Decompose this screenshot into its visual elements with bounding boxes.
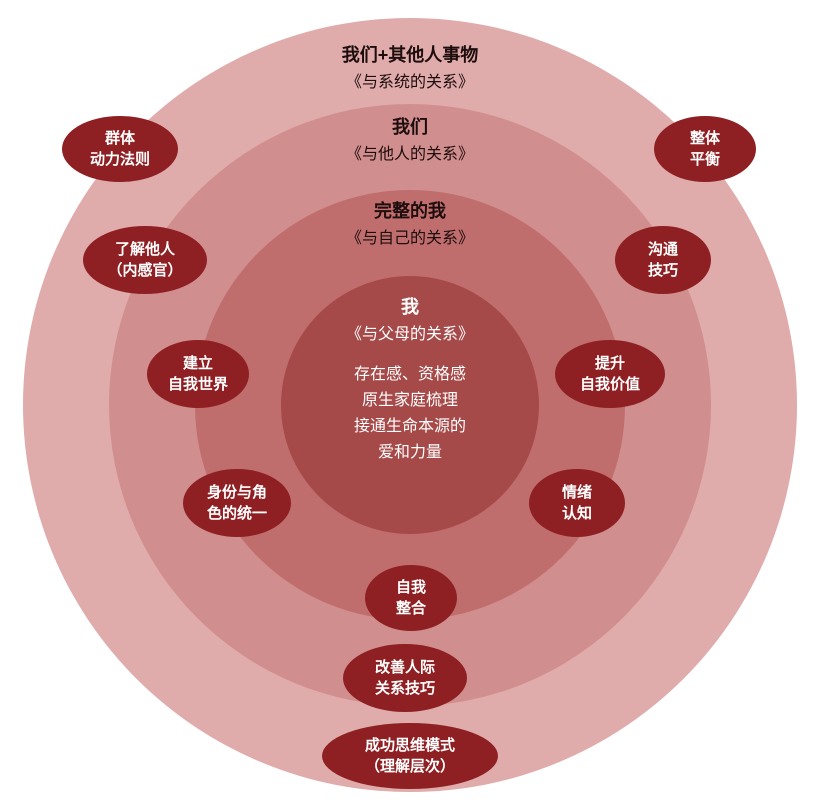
- ring-self-core: [281, 276, 539, 534]
- badge-understand-others: 了解他人 （内感官）: [83, 226, 207, 294]
- badge-label-line: 了解他人: [114, 241, 175, 258]
- core-description-line: 爱和力量: [377, 444, 442, 461]
- ring-title: 完整的我: [374, 201, 446, 221]
- badge-build-self-world: 建立 自我世界: [147, 340, 249, 408]
- badge-label-line: 整体: [689, 130, 720, 147]
- badge-label-line: （内感官）: [107, 262, 183, 279]
- ring-title: 我们+其他人事物: [341, 45, 479, 65]
- core-description: 存在感、资格感 原生家庭梳理 接通生命本源的 爱和力量: [0, 362, 820, 466]
- badge-label-line: 改善人际: [374, 659, 435, 676]
- core-description-line: 存在感、资格感: [353, 366, 466, 383]
- badge-raise-self-worth: 提升 自我价值: [555, 340, 665, 408]
- ring-label-self-core: 我 《与父母的关系》 存在感、资格感 原生家庭梳理 接通生命本源的 爱和力量: [0, 296, 820, 466]
- badge-label-line: 自我: [395, 579, 426, 596]
- core-description-line: 接通生命本源的: [353, 418, 466, 435]
- badge-improve-relationships: 改善人际 关系技巧: [343, 644, 467, 712]
- badge-label-line: （理解层次）: [364, 758, 455, 775]
- badge-label-line: 认知: [561, 505, 592, 522]
- badge-label-line: 自我世界: [167, 376, 228, 393]
- badge-label-line: 身份与角: [206, 484, 267, 501]
- badge-label-line: 沟通: [647, 241, 678, 258]
- ring-subtitle: 《与父母的关系》: [345, 326, 474, 343]
- badge-communication-skills: 沟通 技巧: [615, 226, 711, 294]
- ring-subtitle: 《与自己的关系》: [345, 230, 474, 247]
- badge-label-line: 群体: [104, 130, 135, 147]
- badge-emotion-awareness: 情绪 认知: [529, 469, 625, 537]
- badge-success-thinking: 成功思维模式 （理解层次）: [322, 723, 498, 789]
- badge-label-line: 技巧: [647, 262, 678, 279]
- ring-title: 我们: [392, 117, 428, 137]
- badge-label-line: 建立: [182, 355, 213, 372]
- ring-title: 我: [401, 297, 419, 317]
- badge-label-line: 成功思维模式: [364, 737, 455, 754]
- badge-label-line: 动力法则: [89, 151, 150, 168]
- badge-group-dynamics: 群体 动力法则: [62, 116, 178, 182]
- badge-self-integration: 自我 整合: [365, 565, 457, 631]
- badge-label-line: 关系技巧: [374, 680, 435, 697]
- badge-label-line: 提升: [594, 355, 625, 372]
- badge-label-line: 色的统一: [206, 505, 267, 522]
- badge-identity-role-unity: 身份与角 色的统一: [183, 469, 291, 537]
- ring-label-complete-self: 完整的我 《与自己的关系》: [0, 200, 820, 250]
- core-description-line: 原生家庭梳理: [361, 392, 458, 409]
- ring-subtitle: 《与系统的关系》: [345, 74, 474, 91]
- ring-label-we: 我们 《与他人的关系》: [0, 116, 820, 166]
- ring-label-we-plus-others: 我们+其他人事物 《与系统的关系》: [0, 44, 820, 94]
- ring-subtitle: 《与他人的关系》: [345, 146, 474, 163]
- badge-label-line: 情绪: [561, 484, 592, 501]
- badge-label-line: 整合: [395, 600, 426, 617]
- badge-label-line: 平衡: [689, 151, 720, 168]
- badge-overall-balance: 整体 平衡: [654, 116, 756, 182]
- badge-label-line: 自我价值: [579, 376, 640, 393]
